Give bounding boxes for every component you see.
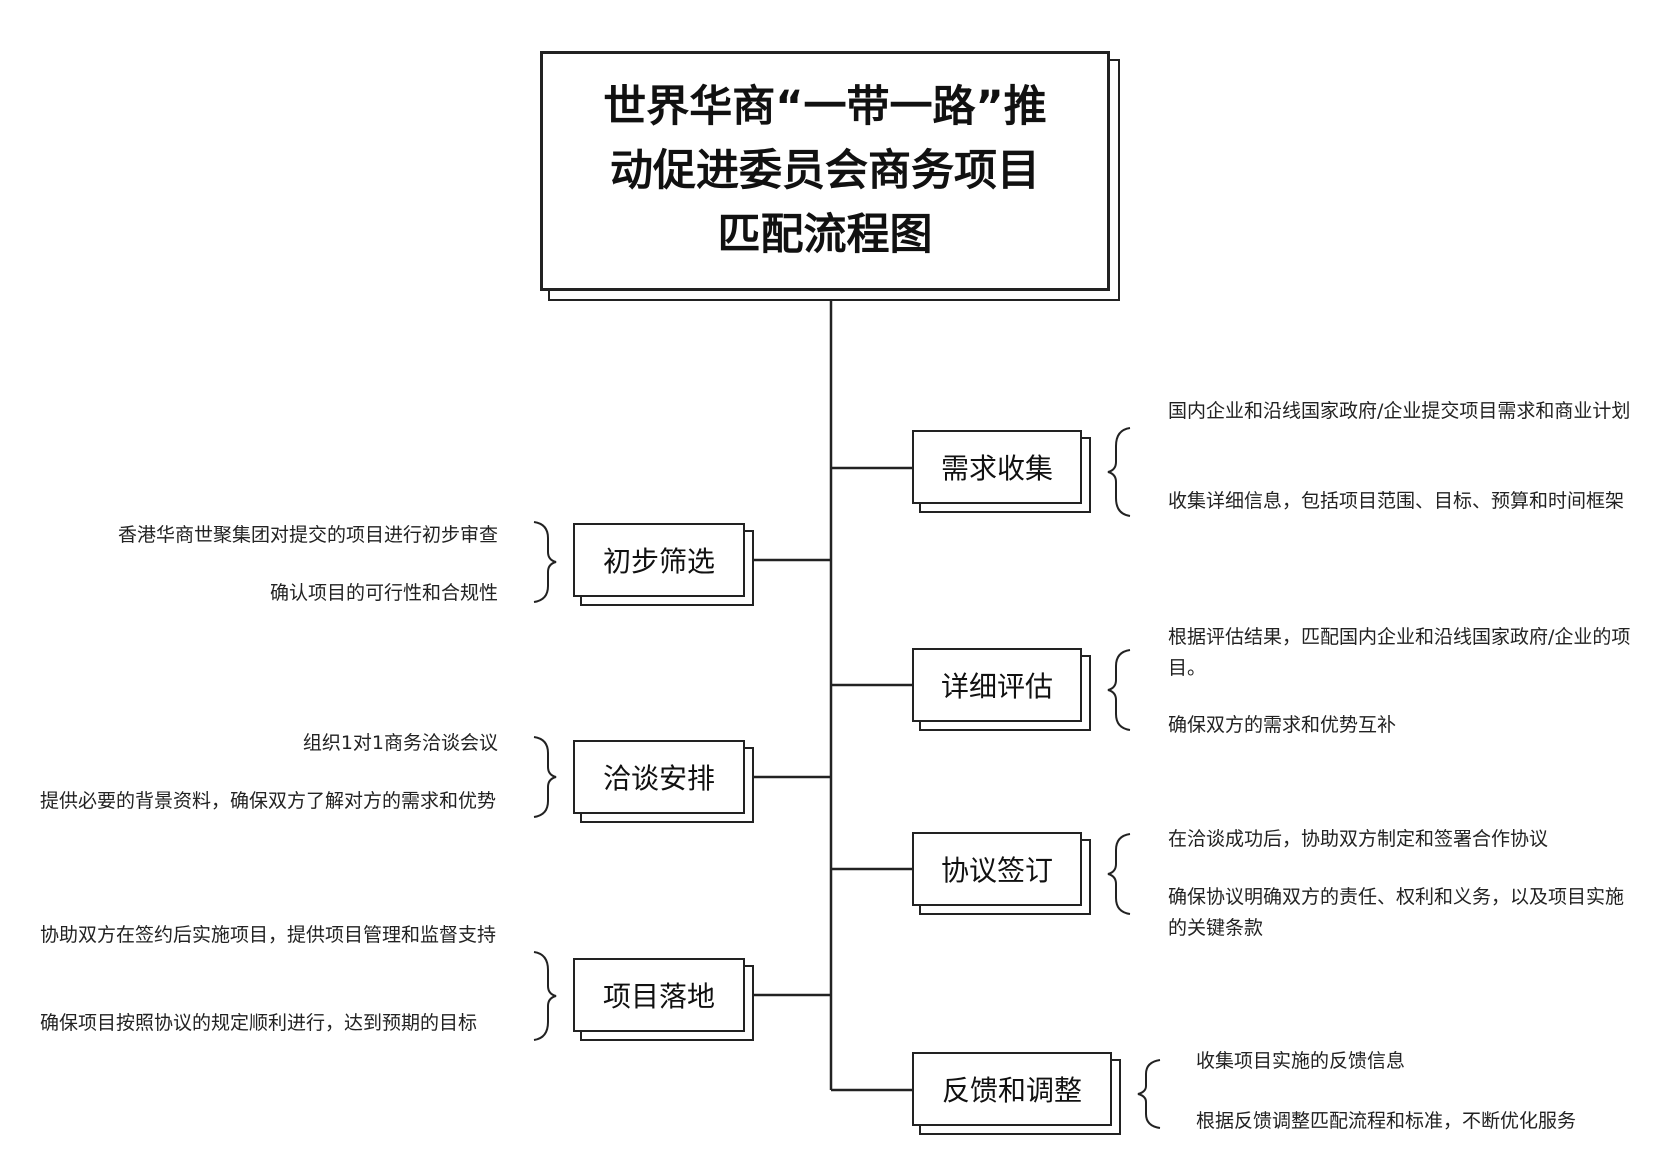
step-node-detailed-evaluation: 详细评估 <box>912 648 1082 722</box>
note-agreement-2: 确保协议明确双方的责任、权利和义务，以及项目实施的关键条款 <box>1168 886 1625 939</box>
brace-left-1 <box>533 521 557 603</box>
brace-right-1 <box>1107 427 1131 517</box>
brace-right-3 <box>1107 833 1131 915</box>
step-label: 项目落地 <box>602 980 715 1013</box>
step-label: 洽谈安排 <box>602 762 715 795</box>
note-evaluation-2: 确保双方的需求和优势互补 <box>1168 714 1397 736</box>
step-node-feedback-adjustment: 反馈和调整 <box>912 1052 1112 1126</box>
step-label: 详细评估 <box>940 670 1053 703</box>
note-landing-2: 确保项目按照协议的规定顺利进行，达到预期的目标 <box>40 1012 478 1034</box>
note-agreement-1: 在洽谈成功后，协助双方制定和签署合作协议 <box>1168 828 1549 850</box>
note-screening-2: 确认项目的可行性和合规性 <box>269 582 498 604</box>
brace-right-4 <box>1137 1059 1161 1129</box>
diagram-title: 世界华商“一带一路”推 动促进委员会商务项目 匹配流程图 <box>603 82 1047 260</box>
brace-right-2 <box>1107 649 1131 731</box>
title-box: 世界华商“一带一路”推 动促进委员会商务项目 匹配流程图 <box>540 51 1110 291</box>
brace-left-2 <box>533 736 557 818</box>
brace-left-3 <box>533 951 557 1041</box>
note-negotiation-2: 提供必要的背景资料，确保双方了解对方的需求和优势 <box>40 790 497 812</box>
step-label: 需求收集 <box>940 452 1053 485</box>
step-node-demand-collection: 需求收集 <box>912 430 1082 504</box>
step-node-agreement-signing: 协议签订 <box>912 832 1082 906</box>
note-screening-1: 香港华商世聚集团对提交的项目进行初步审查 <box>117 524 498 546</box>
step-node-initial-screening: 初步筛选 <box>573 523 745 597</box>
note-landing-1: 协助双方在签约后实施项目，提供项目管理和监督支持 <box>40 924 497 946</box>
step-label: 协议签订 <box>940 854 1053 887</box>
step-label: 反馈和调整 <box>941 1074 1082 1107</box>
note-feedback-2: 根据反馈调整匹配流程和标准，不断优化服务 <box>1196 1110 1577 1132</box>
note-evaluation-1: 根据评估结果，匹配国内企业和沿线国家政府/企业的项目。 <box>1168 626 1631 679</box>
note-negotiation-1: 组织1对1商务洽谈会议 <box>302 732 498 754</box>
step-node-project-landing: 项目落地 <box>573 958 745 1032</box>
note-feedback-1: 收集项目实施的反馈信息 <box>1196 1050 1406 1072</box>
note-demand-1: 国内企业和沿线国家政府/企业提交项目需求和商业计划 <box>1168 400 1631 422</box>
note-demand-2: 收集详细信息，包括项目范围、目标、预算和时间框架 <box>1168 490 1625 512</box>
step-node-negotiation-arrangement: 洽谈安排 <box>573 740 745 814</box>
step-label: 初步筛选 <box>602 545 715 578</box>
